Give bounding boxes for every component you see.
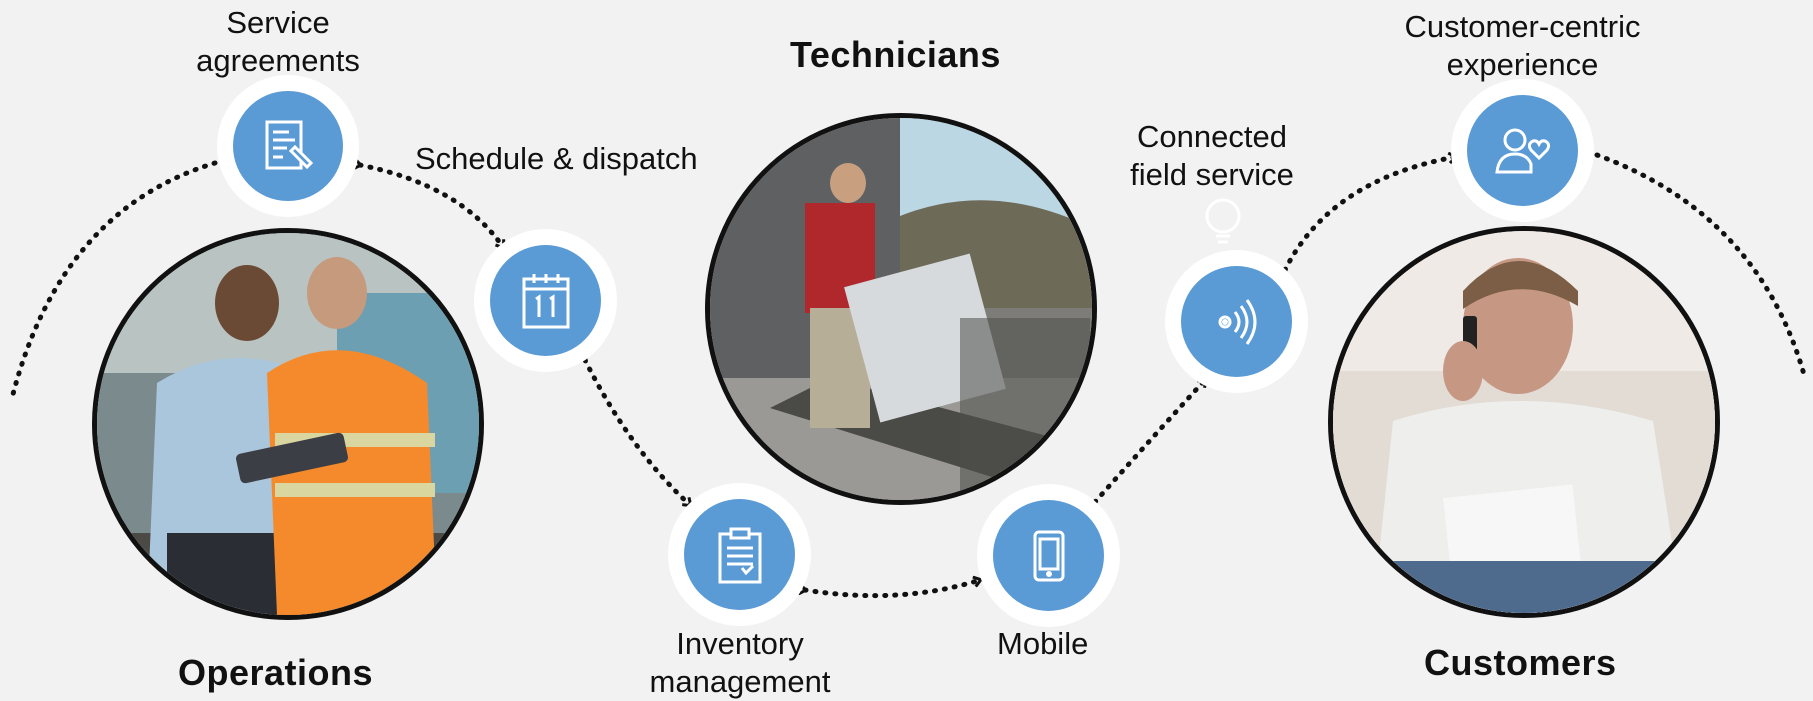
- customer-centric-node: [1451, 79, 1594, 222]
- inventory-line2: management: [649, 664, 831, 699]
- arrow-service-to-schedule: [360, 165, 506, 247]
- technicians-photo: [705, 113, 1097, 505]
- outer-right-dotted-arc: [1594, 152, 1808, 381]
- customer-centric-line2: experience: [1446, 47, 1599, 82]
- customer-centric-line1: Customer-centric: [1404, 9, 1641, 44]
- mobile-label: Mobile: [997, 626, 1089, 661]
- inventory-management-node: [668, 483, 811, 626]
- connected-field-service-label: Connected field service: [1112, 118, 1312, 194]
- arrow-mobile-to-connected: [1095, 380, 1208, 502]
- arrow-connected-to-customer: [1285, 157, 1455, 270]
- lightbulb-icon: [1205, 198, 1241, 244]
- service-agreements-line2: agreements: [196, 43, 360, 78]
- connected-line1: Connected: [1137, 119, 1287, 154]
- clipboard-check-icon: [718, 527, 761, 583]
- customers-title: Customers: [1424, 642, 1617, 683]
- connected-field-service-node: [1165, 250, 1308, 393]
- mobile-node: [977, 484, 1120, 627]
- calendar-icon: [522, 273, 569, 328]
- service-agreements-node: [217, 75, 359, 217]
- operations-title: Operations: [178, 652, 374, 693]
- operations-photo: [92, 228, 484, 620]
- inventory-line1: Inventory: [676, 626, 804, 661]
- arrow-schedule-to-inventory: [585, 360, 690, 508]
- customers-photo: [1328, 226, 1720, 618]
- service-agreements-line1: Service: [226, 5, 330, 40]
- schedule-dispatch-node: [474, 229, 617, 372]
- mobile-phone-icon: [1033, 530, 1064, 581]
- outer-left-dotted-arc: [9, 160, 218, 401]
- document-sign-icon: [265, 120, 314, 170]
- arrow-inventory-to-mobile: [805, 580, 980, 599]
- service-agreements-label: Service agreements: [178, 4, 378, 80]
- customer-centric-label: Customer-centric experience: [1390, 8, 1655, 84]
- schedule-dispatch-label: Schedule & dispatch: [415, 141, 698, 176]
- inventory-management-label: Inventory management: [640, 625, 840, 701]
- wireless-signal-icon: [1218, 298, 1256, 345]
- connected-line2: field service: [1130, 157, 1294, 192]
- user-heart-icon: [1494, 128, 1550, 173]
- technicians-title: Technicians: [790, 34, 1001, 75]
